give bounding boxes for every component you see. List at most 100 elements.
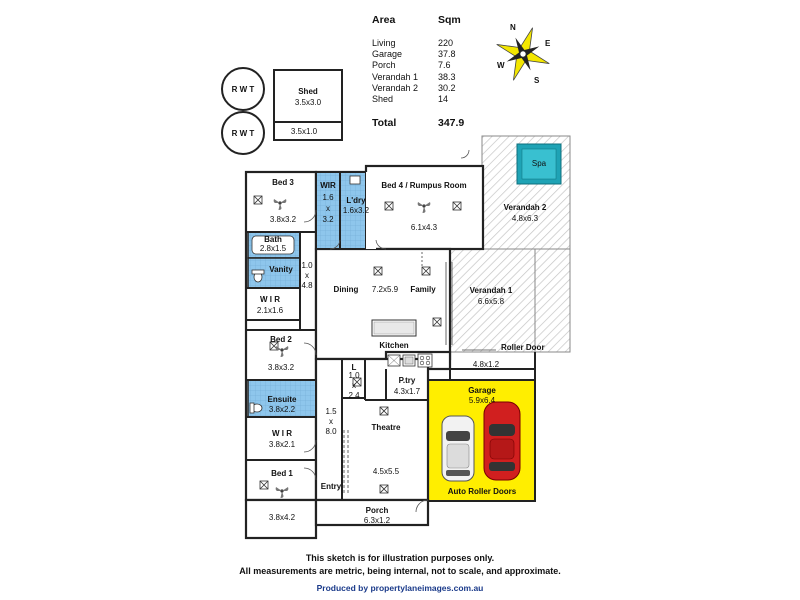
wir-top-dim3: 3.2 [322, 215, 334, 224]
compass-w: W [497, 61, 505, 70]
laundry-dim: 1.6x3.2 [343, 206, 370, 215]
verandah1-dim: 6.6x5.8 [478, 297, 505, 306]
garage: Garage 5.9x6.4 Auto Roller Doors [427, 379, 536, 502]
compass-n: N [510, 23, 516, 32]
bathtub-icon [251, 235, 295, 255]
light-bed4-a-icon [384, 201, 394, 211]
kitchen-sink-icon [402, 354, 416, 367]
light-kitchen-icon [432, 317, 442, 327]
hall-top-dim2: x [305, 271, 309, 280]
linen-label: L [352, 363, 357, 372]
hall-small-dim3: 2.4 [348, 391, 360, 400]
verandah2-dim: 4.8x6.3 [512, 214, 539, 223]
garage-label: Garage [468, 386, 496, 395]
spa-label: Spa [532, 159, 547, 168]
hall-long-dim1: 1.5 [325, 407, 337, 416]
disclaimer-line-1: This sketch is for illustration purposes… [305, 553, 495, 563]
hall-long-dim2: x [329, 417, 333, 426]
trough-icon [349, 175, 361, 185]
garage-doors-label: Auto Roller Doors [448, 487, 517, 496]
bed3-dim: 3.8x3.2 [270, 215, 297, 224]
compass-e: E [545, 39, 551, 48]
verandah-1: Verandah 1 6.6x5.8 [449, 248, 571, 353]
dining-label: Dining [334, 285, 359, 294]
entry-label: Entry [321, 482, 342, 491]
shed-dim-2: 3.5x1.0 [291, 127, 318, 136]
vanity-label: Vanity [269, 265, 293, 274]
house-walls [244, 164, 485, 540]
hall-top-dim1: 1.0 [301, 261, 313, 270]
shed-dim: 3.5x3.0 [295, 98, 322, 107]
ensuite-dim: 3.8x2.2 [269, 405, 296, 414]
theatre-label: Theatre [372, 423, 401, 432]
light-bed3-icon [253, 195, 263, 205]
car-white-icon [441, 415, 475, 482]
bed1-dim: 3.8x4.2 [269, 513, 296, 522]
strip-dim: 4.8x1.2 [473, 360, 500, 369]
light-theatre-b-icon [379, 484, 389, 494]
verandah-2: Spa Verandah 2 4.8x6.3 [481, 135, 571, 250]
theatre-dim: 4.5x5.5 [373, 467, 400, 476]
area-total: Total 347.9 [372, 117, 465, 130]
hall-long-dim3: 8.0 [325, 427, 337, 436]
wir-low-dim: 3.8x2.1 [269, 440, 296, 449]
wir-top-label: WIR [320, 181, 336, 190]
produced-by: Produced by propertylaneimages.com.au [316, 583, 484, 593]
hall-small-dim2: x [352, 381, 356, 390]
ensuite-label: Ensuite [268, 395, 297, 404]
wir-low-label: W I R [272, 429, 292, 438]
roller-door-label: Roller Door [501, 343, 545, 352]
garage-dim: 5.9x6.4 [469, 396, 496, 405]
bed2-dim: 3.8x3.2 [268, 363, 295, 372]
wir-top-dim2: x [326, 204, 330, 213]
verandah2-label: Verandah 2 [504, 203, 547, 212]
laundry-label: L'dry [346, 196, 366, 205]
wir-mid-dim: 2.1x1.6 [257, 306, 284, 315]
kitchen-label: Kitchen [379, 341, 408, 350]
rainwater-tank-1: R W T [221, 67, 265, 111]
bed2-label: Bed 2 [270, 335, 292, 344]
bath-dim: 2.8x1.5 [260, 244, 287, 253]
light-dining-icon [373, 266, 383, 276]
hall-top-dim3: 4.8 [301, 281, 313, 290]
wir-mid-label: W I R [260, 295, 280, 304]
compass-rose-icon: N E S W [496, 23, 551, 85]
porch-label: Porch [366, 506, 389, 515]
light-bed4-b-icon [452, 201, 462, 211]
rwt1-label: R W T [232, 85, 255, 94]
porch-dim: 6.3x1.2 [364, 516, 391, 525]
bed1-label: Bed 1 [271, 469, 293, 478]
verandah1-label: Verandah 1 [470, 286, 513, 295]
toilet-icon-ensuite [249, 402, 263, 414]
bed4-dim: 6.1x4.3 [411, 223, 438, 232]
light-bed1-icon [259, 480, 269, 490]
shed-label: Shed [298, 87, 318, 96]
pantry-dim: 4.3x1.7 [394, 387, 421, 396]
light-family-icon [421, 266, 431, 276]
cooktop-icon [417, 353, 433, 368]
hall-small-dim1: 1.0 [348, 371, 360, 380]
wir-top-dim1: 1.6 [322, 193, 334, 202]
rwt2-label: R W T [232, 129, 255, 138]
glass-doors [343, 252, 496, 495]
sqm-header: Sqm [438, 14, 461, 26]
fridge-icon [387, 354, 401, 367]
light-theatre-icon [379, 406, 389, 416]
compass-s: S [534, 76, 540, 85]
shed: Shed 3.5x3.0 3.5x1.0 [273, 69, 343, 141]
area-header: Area [372, 14, 396, 26]
disclaimer-line-2: All measurements are metric, being inter… [239, 566, 561, 576]
family-label: Family [410, 285, 436, 294]
pantry-label: P.try [399, 376, 416, 385]
car-red-icon [483, 401, 521, 481]
family-dim: 7.2x5.9 [372, 285, 399, 294]
door-swings [303, 149, 470, 513]
